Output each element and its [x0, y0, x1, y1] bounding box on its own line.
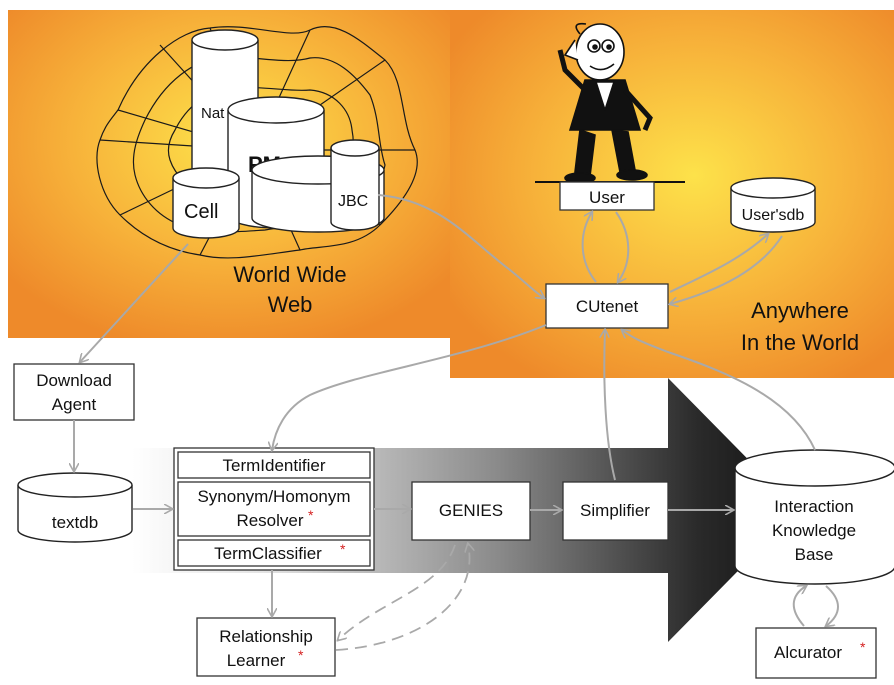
ikb-to-cutenet-arrow	[622, 330, 816, 451]
jbc-database-label: JBC	[338, 193, 368, 210]
alcurator-label: Alcurator	[774, 643, 842, 662]
ikb-alcurator-link-left	[792, 586, 806, 627]
cartoon-user-icon	[557, 22, 653, 184]
relationship-learner-new-marker: *	[298, 647, 304, 663]
web-to-download-agent-arrow	[80, 243, 189, 362]
cutenet-box	[545, 283, 669, 329]
user-box	[559, 181, 655, 211]
ikb-label-line3: Base	[795, 545, 834, 564]
simplifier-label: Simplifier	[580, 501, 650, 520]
jbc-to-cutenet-arrow	[377, 194, 544, 298]
download-agent-label: Download	[36, 371, 112, 390]
relationship-learner-label-line2: Learner	[227, 651, 286, 670]
ikb-alcurator-link-right	[826, 585, 839, 626]
cutenet-usersdb-link-bottom	[670, 235, 783, 304]
users-db-cylinder-icon	[730, 177, 816, 233]
term-identifier-label: TermIdentifier	[223, 456, 326, 475]
term-classifier-box	[177, 539, 371, 567]
textdb-cylinder-icon	[17, 472, 133, 543]
alcurator-box	[755, 627, 877, 679]
cutenet-label: CUtenet	[576, 297, 639, 316]
genies-label: GENIES	[439, 501, 503, 520]
ikb-label: Interaction	[774, 497, 853, 516]
users-db-label: User'sdb	[742, 207, 805, 224]
cutenet-to-term-identifier-arrow	[272, 324, 547, 450]
world-wide-web-label-line2: Web	[268, 292, 313, 317]
interaction-knowledge-base-cylinder-icon	[734, 449, 894, 585]
user-cutenet-link-right	[615, 211, 630, 282]
alcurator-new-marker: *	[860, 639, 866, 655]
relationship-learner-box	[196, 617, 336, 677]
user-cutenet-link-left	[581, 212, 597, 283]
ikb-label-line2: Knowledge	[772, 521, 856, 540]
synonym-resolver-box	[177, 481, 371, 537]
anywhere-label: Anywhere	[751, 298, 849, 323]
user-label: User	[589, 188, 625, 207]
cutenet-usersdb-link-top	[669, 234, 768, 293]
jbc-database-icon	[330, 139, 380, 231]
simplifier-box	[562, 481, 669, 541]
synonym-resolver-label: Synonym/Homonym	[197, 487, 350, 506]
anywhere-in-the-world-region	[450, 10, 894, 378]
in-the-world-label: In the World	[741, 330, 859, 355]
download-agent-box	[13, 363, 135, 421]
world-wide-web-label: World Wide	[233, 262, 346, 287]
download-agent-label-line2: Agent	[52, 395, 97, 414]
term-identifier-box	[177, 451, 371, 479]
cell-database-label: Cell	[184, 201, 218, 223]
term-classifier-label: TermClassifier	[214, 544, 322, 563]
synonym-resolver-label-line2: Resolver	[236, 511, 303, 530]
synonym-resolver-new-marker: *	[308, 507, 314, 523]
relationship-learner-to-genies-dashed	[335, 544, 470, 651]
genies-to-relationship-learner-dashed	[338, 544, 456, 640]
simplifier-to-cutenet-arrow	[604, 330, 616, 481]
term-classifier-new-marker: *	[340, 541, 346, 557]
relationship-learner-label: Relationship	[219, 627, 313, 646]
cell-database-icon	[172, 167, 240, 239]
textdb-label: textdb	[52, 513, 98, 532]
nat-database-label: Nat	[201, 105, 225, 122]
